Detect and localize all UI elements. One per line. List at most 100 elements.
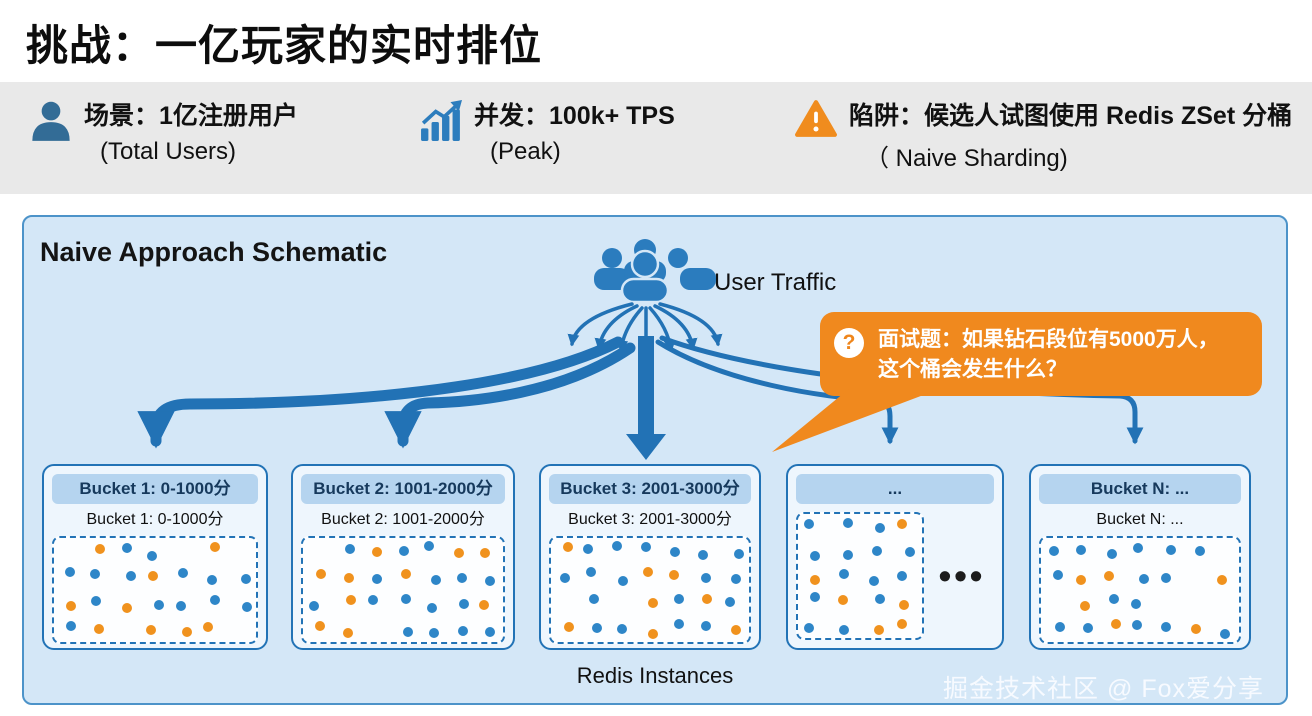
user-dot bbox=[372, 573, 383, 584]
bucket-ellipsis-header: ... bbox=[796, 474, 994, 504]
user-dot bbox=[1054, 622, 1065, 633]
user-dot bbox=[401, 569, 412, 580]
user-dot bbox=[810, 592, 821, 603]
user-dot bbox=[372, 547, 383, 558]
user-dot bbox=[839, 568, 850, 579]
bucket-n: Bucket N: ... Bucket N: ... bbox=[1029, 464, 1251, 650]
user-dot bbox=[206, 575, 217, 586]
user-dot bbox=[343, 628, 354, 639]
user-dot bbox=[560, 572, 571, 583]
user-dot bbox=[641, 541, 652, 552]
bucket-n-label: Bucket N: ... bbox=[1096, 511, 1184, 528]
chart-icon bbox=[420, 100, 462, 142]
bucket-1: Bucket 1: 0-1000分 Bucket 1: 0-1000分 bbox=[42, 464, 268, 650]
user-dot bbox=[730, 625, 741, 636]
bucket-3-users bbox=[549, 536, 751, 644]
user-traffic-label: User Traffic bbox=[714, 269, 837, 296]
user-dot bbox=[642, 567, 653, 578]
user-dot bbox=[345, 595, 356, 606]
user-dot bbox=[66, 600, 77, 611]
user-dot bbox=[148, 571, 159, 582]
user-dot bbox=[583, 544, 594, 555]
user-dot bbox=[484, 575, 495, 586]
user-dot bbox=[479, 600, 490, 611]
user-dot bbox=[730, 574, 741, 585]
bucket-1-label: Bucket 1: 0-1000分 bbox=[86, 511, 224, 528]
user-dot bbox=[1132, 543, 1143, 554]
user-dot bbox=[343, 572, 354, 583]
user-dot bbox=[725, 597, 736, 608]
user-dot bbox=[1219, 628, 1230, 639]
user-dot bbox=[181, 627, 192, 638]
user-dot bbox=[1106, 549, 1117, 560]
page-title: 挑战：一亿玩家的实时排位 bbox=[26, 22, 543, 69]
stat-users: 场景：1亿注册用户 (Total Users) bbox=[30, 100, 298, 166]
user-dot bbox=[1130, 598, 1141, 609]
user-dot bbox=[616, 624, 627, 635]
user-dot bbox=[1052, 570, 1063, 581]
user-dot bbox=[480, 547, 491, 558]
user-dot bbox=[838, 625, 849, 636]
stat-trap-label: 陷阱：候选人试图使用 Redis ZSet 分桶 bbox=[849, 102, 1293, 130]
user-dot bbox=[178, 568, 189, 579]
user-dot bbox=[1160, 621, 1171, 632]
user-dot bbox=[896, 570, 907, 581]
stat-tps: 并发：100k+ TPS (Peak) bbox=[420, 100, 675, 166]
user-dot bbox=[146, 550, 157, 561]
user-dot bbox=[1132, 619, 1143, 630]
user-dot bbox=[673, 594, 684, 605]
user-dot bbox=[210, 542, 221, 553]
user-dot bbox=[1191, 624, 1202, 635]
user-dot bbox=[94, 544, 105, 555]
user-dot bbox=[1139, 574, 1150, 585]
user-dot bbox=[146, 624, 157, 635]
user-dot bbox=[1161, 572, 1172, 583]
user-dot bbox=[316, 568, 327, 579]
user-dot bbox=[1109, 593, 1120, 604]
redis-instances-label: Redis Instances bbox=[576, 663, 734, 688]
user-dot bbox=[611, 541, 622, 552]
bucket-3: Bucket 3: 2001-3000分 Bucket 3: 2001-3000… bbox=[539, 464, 761, 650]
stat-trap-sub: （ Naive Sharding) bbox=[865, 145, 1068, 172]
user-dot bbox=[838, 594, 849, 605]
user-dot bbox=[428, 627, 439, 638]
user-dot bbox=[401, 593, 412, 604]
bucket-2-label: Bucket 2: 1001-2000分 bbox=[321, 511, 485, 528]
user-dot bbox=[648, 628, 659, 639]
bucket-2-header: Bucket 2: 1001-2000分 bbox=[301, 474, 505, 504]
callout-line2: 这个桶会发生什么？ bbox=[878, 358, 1067, 381]
user-dot bbox=[90, 568, 101, 579]
stat-users-label: 场景：1亿注册用户 bbox=[84, 102, 298, 130]
user-dot bbox=[734, 548, 745, 559]
user-dot bbox=[591, 623, 602, 634]
interview-question-callout: ? 面试题：如果钻石段位有5000万人， 这个桶会发生什么？ bbox=[772, 312, 1262, 452]
user-dot bbox=[241, 602, 252, 613]
user-dot bbox=[176, 601, 187, 612]
watermark: 掘金技术社区 @ Fox爱分享 bbox=[943, 675, 1264, 703]
user-dot bbox=[121, 542, 132, 553]
naive-approach-panel: Naive Approach Schematic User Traffic ? … bbox=[22, 215, 1288, 705]
user-dot bbox=[1075, 575, 1086, 586]
user-dot bbox=[702, 593, 713, 604]
user-dot bbox=[65, 621, 76, 632]
bucket-n-header: Bucket N: ... bbox=[1039, 474, 1241, 504]
user-dot bbox=[843, 550, 854, 561]
user-dot bbox=[617, 576, 628, 587]
user-dot bbox=[458, 598, 469, 609]
user-dot bbox=[669, 547, 680, 558]
user-dot bbox=[896, 519, 907, 530]
user-dot bbox=[1103, 571, 1114, 582]
user-dot bbox=[426, 602, 437, 613]
bucket-ellipsis: ... ••• bbox=[786, 464, 1004, 650]
user-icon bbox=[30, 100, 72, 142]
bucket-ellipsis-users bbox=[796, 512, 924, 640]
user-dot bbox=[65, 567, 76, 578]
user-dot bbox=[1048, 546, 1059, 557]
user-dot bbox=[1083, 622, 1094, 633]
user-dot bbox=[585, 567, 596, 578]
user-dot bbox=[873, 625, 884, 635]
user-dot bbox=[904, 546, 915, 557]
user-dot bbox=[701, 573, 712, 584]
user-dot bbox=[804, 623, 815, 633]
callout-tail bbox=[772, 388, 942, 452]
